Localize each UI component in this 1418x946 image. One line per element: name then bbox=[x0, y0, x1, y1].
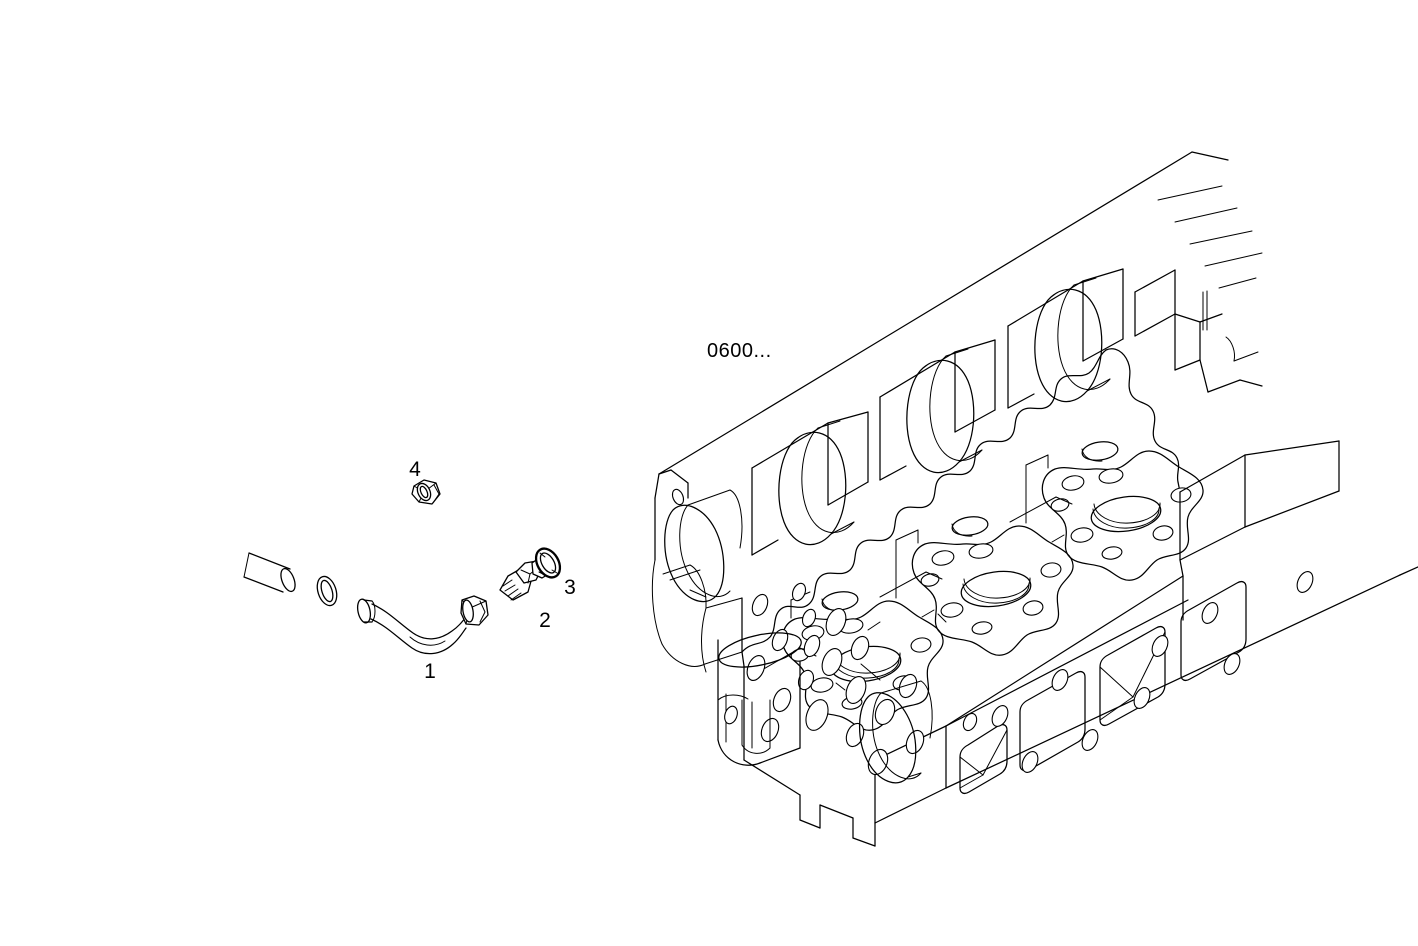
sealing-ring-outer bbox=[534, 547, 562, 579]
exhaust-port-3 bbox=[1180, 581, 1247, 681]
callout-label-4: 4 bbox=[409, 458, 421, 481]
oval-washer bbox=[316, 575, 338, 607]
callout-label-1: 1 bbox=[424, 660, 436, 683]
combustion-chamber-group-c bbox=[1041, 441, 1204, 581]
cut-tube bbox=[243, 552, 296, 593]
cylinder-head-block bbox=[651, 151, 1418, 847]
exhaust-port-4 bbox=[959, 724, 1008, 794]
hex-nut bbox=[411, 479, 441, 505]
bent-fuel-pipe bbox=[356, 595, 489, 655]
callout-label-2: 2 bbox=[539, 609, 551, 632]
sealing-ring bbox=[535, 548, 561, 578]
exhaust-port-1 bbox=[1019, 671, 1086, 772]
reference-label-0600: 0600... bbox=[707, 340, 772, 362]
callout-labels: 0600... 1 2 3 4 bbox=[409, 340, 772, 683]
detail-parts-group bbox=[243, 479, 562, 655]
callout-label-3: 3 bbox=[564, 576, 576, 599]
combustion-chamber-group-b bbox=[911, 516, 1074, 656]
